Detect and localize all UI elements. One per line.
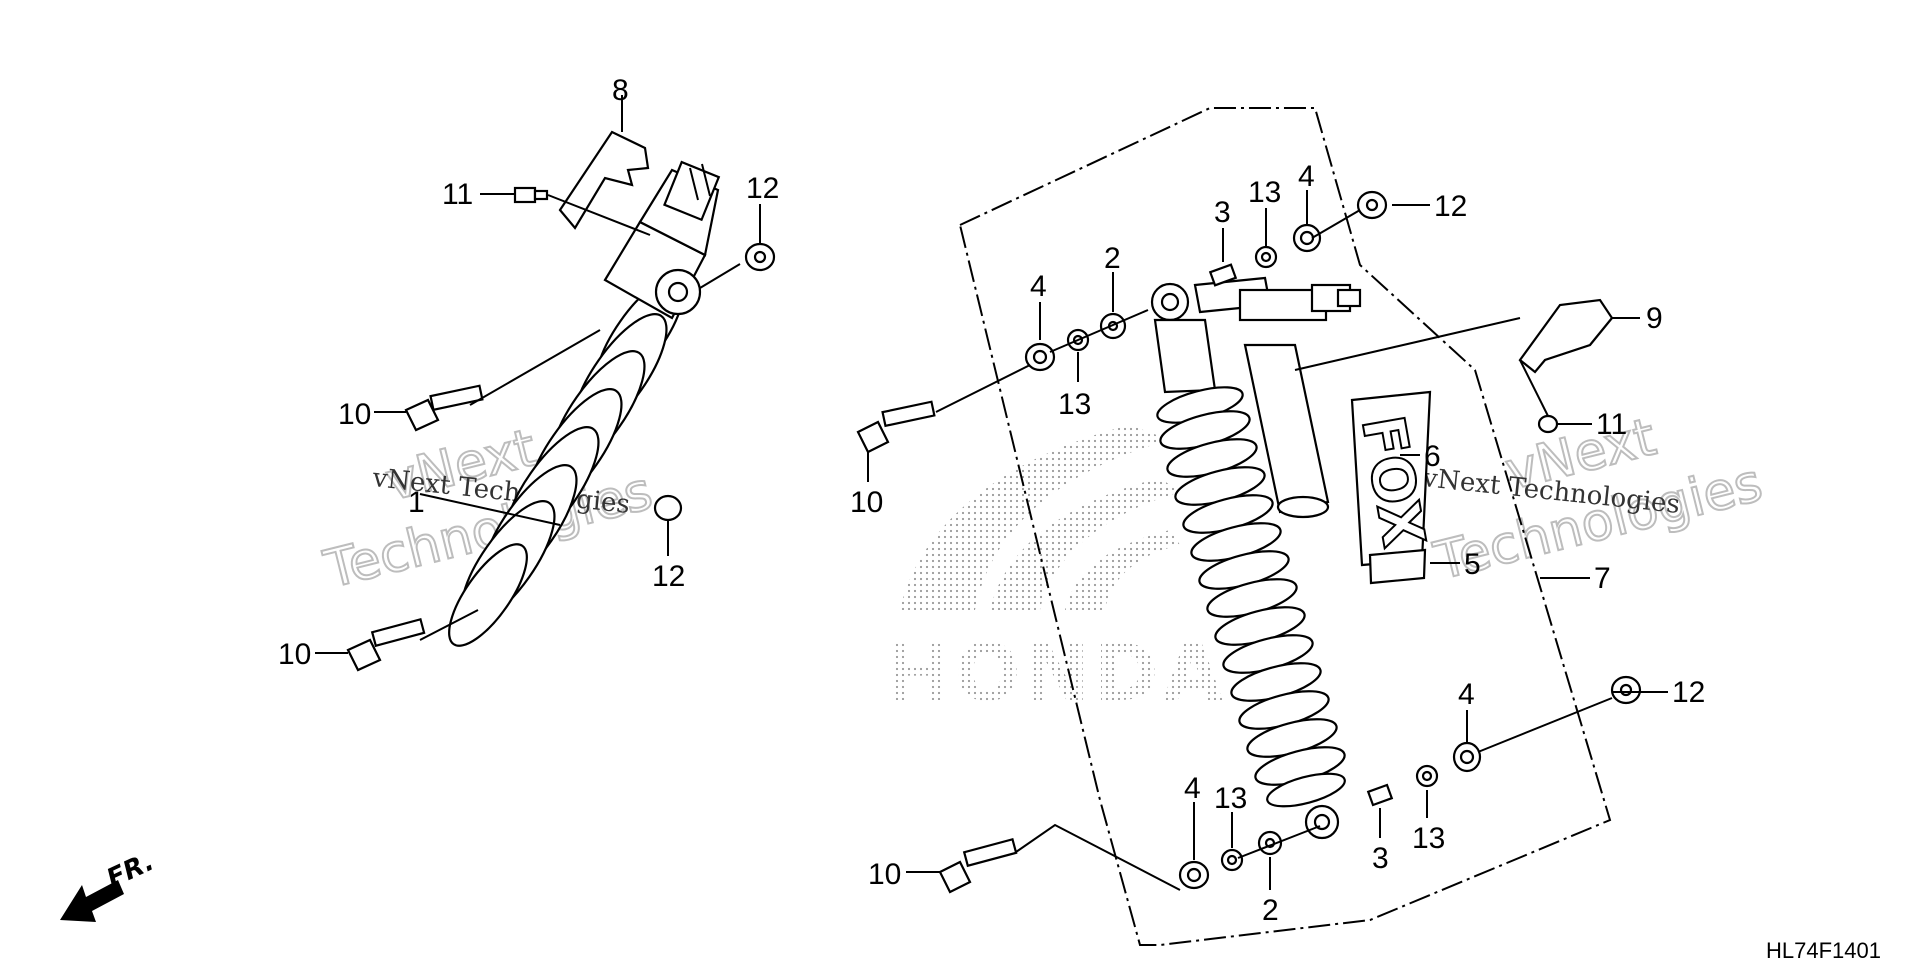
callout-12-upper-right: 12 bbox=[1434, 190, 1467, 223]
callout-1: 1 bbox=[408, 486, 425, 519]
callout-7: 7 bbox=[1594, 562, 1611, 595]
callout-10-right-lower: 10 bbox=[868, 858, 901, 891]
bolt-10-right-lower bbox=[938, 837, 1018, 894]
callout-10-right-upper: 10 bbox=[850, 486, 883, 519]
washer-13-upper-right bbox=[1254, 245, 1278, 269]
bushing-3-upper bbox=[1208, 263, 1238, 287]
diagram-code: HL74F1401 bbox=[1766, 938, 1881, 960]
bolt-10-left-upper bbox=[404, 384, 484, 432]
callout-8: 8 bbox=[612, 74, 629, 107]
nut-12-lower-right bbox=[1610, 675, 1642, 705]
washer-4-lower-right bbox=[1452, 741, 1482, 773]
bolt-10-right-upper bbox=[856, 400, 936, 454]
direction-label: FR. bbox=[102, 847, 158, 895]
callout-12-left-top: 12 bbox=[746, 172, 779, 205]
callout-3-lower: 3 bbox=[1372, 842, 1389, 875]
honda-brand-mark: HONDA bbox=[885, 629, 1227, 719]
callout-3-upper: 3 bbox=[1214, 196, 1231, 229]
honda-wing-watermark: HONDA bbox=[885, 425, 1227, 719]
callout-13-lower-left: 13 bbox=[1214, 782, 1247, 815]
nut-12-upper-right bbox=[1356, 190, 1388, 220]
washer-4-upper-right bbox=[1292, 223, 1322, 253]
band-5 bbox=[1368, 548, 1427, 585]
callout-13-upper-left: 13 bbox=[1058, 388, 1091, 421]
front-shock-assembly-right: FOX bbox=[856, 107, 1668, 946]
callout-13-lower-right: 13 bbox=[1412, 822, 1445, 855]
callout-4-lower-left: 4 bbox=[1184, 772, 1201, 805]
screw-11-right bbox=[1537, 414, 1559, 434]
front-direction-arrow: FR. bbox=[60, 847, 159, 922]
callout-5: 5 bbox=[1464, 548, 1481, 581]
nut-12-left-bottom bbox=[653, 494, 683, 522]
rear-shock-assembly-left bbox=[315, 95, 776, 672]
callout-13-upper-right: 13 bbox=[1248, 176, 1281, 209]
callout-10-left-lower: 10 bbox=[278, 638, 311, 671]
nut-12-left-top bbox=[744, 242, 776, 272]
callout-12-left-bottom: 12 bbox=[652, 560, 685, 593]
washer-4-lower-left bbox=[1178, 860, 1210, 890]
bolt-10-left-lower bbox=[346, 617, 426, 672]
fox-cover-6: FOX bbox=[1347, 390, 1439, 567]
bolt-11-left bbox=[513, 186, 549, 204]
callout-4-lower-right: 4 bbox=[1458, 678, 1475, 711]
washer-4-upper-left bbox=[1024, 342, 1056, 372]
callout-6: 6 bbox=[1424, 440, 1441, 473]
callout-4-upper-right: 4 bbox=[1298, 160, 1315, 193]
callout-2-upper: 2 bbox=[1104, 242, 1121, 275]
assembly-outline-7 bbox=[959, 107, 1612, 946]
washer-13-lower-left bbox=[1220, 848, 1244, 872]
shock-guard-8 bbox=[558, 130, 650, 230]
bushing-3-lower bbox=[1366, 783, 1394, 807]
callout-11-right: 11 bbox=[1596, 408, 1627, 441]
washer-13-lower-right bbox=[1415, 764, 1439, 788]
callout-4-upper-left: 4 bbox=[1030, 270, 1047, 303]
callout-12-lower-right: 12 bbox=[1672, 676, 1705, 709]
callout-11-left: 11 bbox=[442, 178, 473, 211]
shock-guard-9 bbox=[1518, 298, 1614, 374]
coil-spring-right bbox=[1156, 386, 1346, 808]
callout-2-lower: 2 bbox=[1262, 894, 1279, 927]
callout-10-left-upper: 10 bbox=[338, 398, 371, 431]
callout-9: 9 bbox=[1646, 302, 1663, 335]
